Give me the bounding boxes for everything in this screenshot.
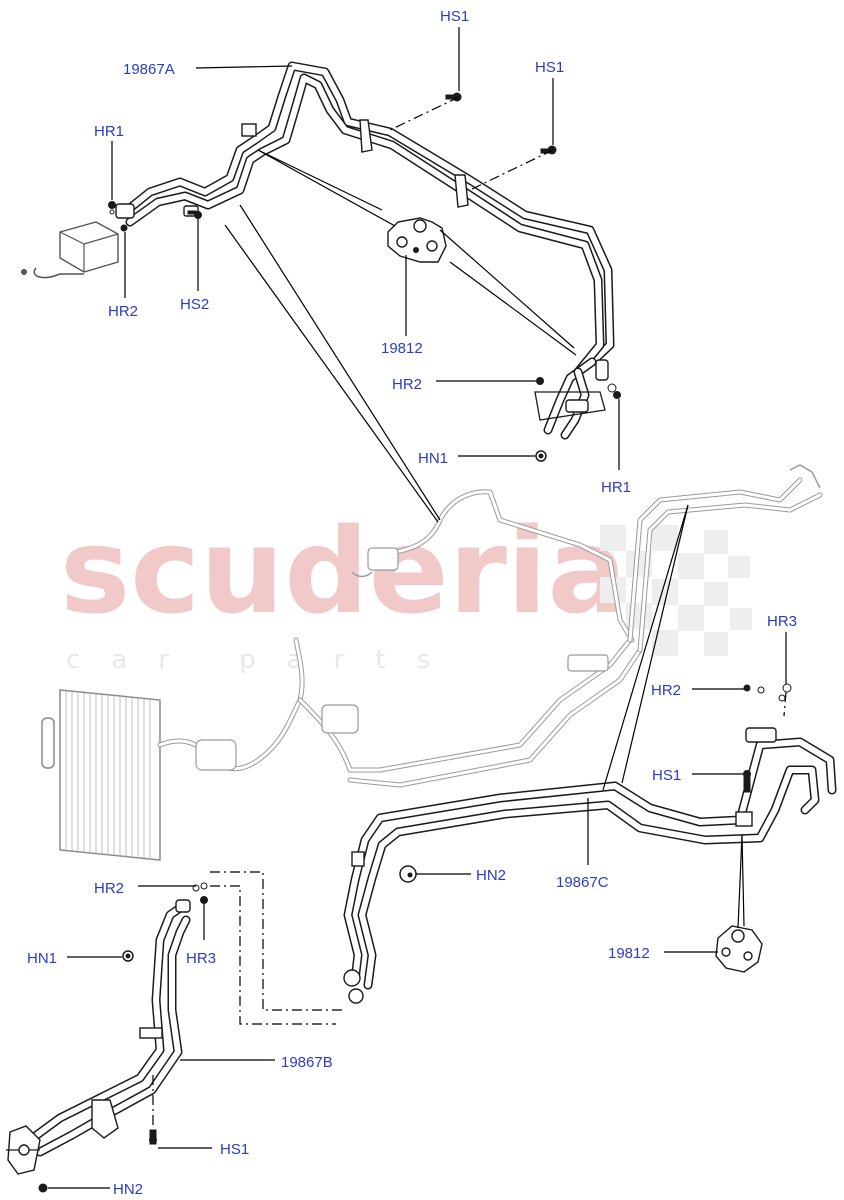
label-HN1: HN1 bbox=[27, 950, 57, 967]
label-HS1: HS1 bbox=[652, 767, 681, 784]
condenser-core bbox=[41, 689, 161, 861]
label-HR3: HR3 bbox=[186, 950, 216, 967]
label-19867C: 19867C bbox=[556, 874, 609, 891]
label-HR1: HR1 bbox=[601, 479, 631, 496]
ghost-receiver-drier bbox=[367, 547, 399, 571]
label-HN2: HN2 bbox=[476, 867, 506, 884]
watermark-brand: scuderia bbox=[60, 502, 627, 640]
ghost-valve-block bbox=[195, 739, 237, 771]
expansion-valve-19812-upper[interactable] bbox=[387, 217, 447, 263]
routing-dashes bbox=[152, 96, 787, 1128]
label-HR2: HR2 bbox=[108, 303, 138, 320]
expansion-valve-19812-lower[interactable] bbox=[715, 925, 763, 973]
label-HS1: HS1 bbox=[220, 1141, 249, 1158]
label-HS1: HS1 bbox=[440, 8, 469, 25]
evaporator-valve-housing[interactable] bbox=[21, 221, 119, 279]
label-HR2: HR2 bbox=[651, 682, 681, 699]
callout-labels: 19867A HS1 HS1 HR1 HR2 HS2 19812 HR2 HN1… bbox=[27, 8, 797, 1198]
label-HR2: HR2 bbox=[392, 376, 422, 393]
ghost-connector-block bbox=[567, 654, 609, 672]
label-HS2: HS2 bbox=[180, 296, 209, 313]
label-19867B: 19867B bbox=[281, 1054, 333, 1071]
label-HR2: HR2 bbox=[94, 880, 124, 897]
pipe-19867A[interactable] bbox=[115, 61, 615, 440]
label-19812: 19812 bbox=[381, 340, 423, 357]
ghost-compressor-block bbox=[321, 704, 359, 734]
label-HN2: HN2 bbox=[113, 1181, 143, 1198]
pipe-19867B[interactable] bbox=[6, 899, 191, 1175]
pipe-19867C[interactable] bbox=[343, 727, 837, 1004]
label-HR1: HR1 bbox=[94, 123, 124, 140]
ghost-context-assembly bbox=[41, 464, 823, 861]
watermark: scuderia car parts bbox=[60, 502, 752, 675]
label-HR3: HR3 bbox=[767, 613, 797, 630]
label-19867A: 19867A bbox=[123, 61, 175, 78]
label-HS1: HS1 bbox=[535, 59, 564, 76]
watermark-tagline: car parts bbox=[66, 645, 461, 675]
label-HN1: HN1 bbox=[418, 450, 448, 467]
leader-lines bbox=[48, 27, 787, 1189]
label-19812: 19812 bbox=[608, 945, 650, 962]
